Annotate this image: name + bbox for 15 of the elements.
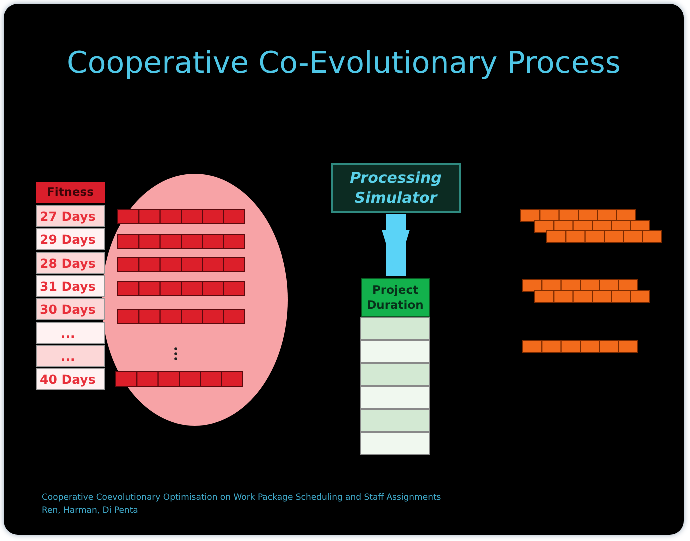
table-cell: 28 Days	[36, 252, 105, 274]
table-cell: 30 Days	[36, 298, 105, 320]
table-cell: 40 Days	[36, 368, 105, 390]
table-header: Project Duration	[361, 278, 430, 317]
table-cell: 31 Days	[36, 274, 105, 297]
block-arrow	[382, 214, 410, 276]
footer-text: Ren, Harman, Di Penta	[42, 506, 138, 516]
process-box: Processing Simulator	[331, 163, 461, 213]
table-cell: 27 Days	[36, 205, 105, 227]
table-cell: 29 Days	[36, 228, 105, 250]
footer-text: Cooperative Coevolutionary Optimisation on Work Package Scheduling and Staff Assignments	[42, 493, 442, 503]
table-cell: ...	[36, 322, 105, 344]
slide-title: Cooperative Co-Evolutionary Process	[66, 46, 622, 81]
table-header: Fitness	[36, 182, 105, 203]
table-cell: ...	[36, 344, 105, 367]
